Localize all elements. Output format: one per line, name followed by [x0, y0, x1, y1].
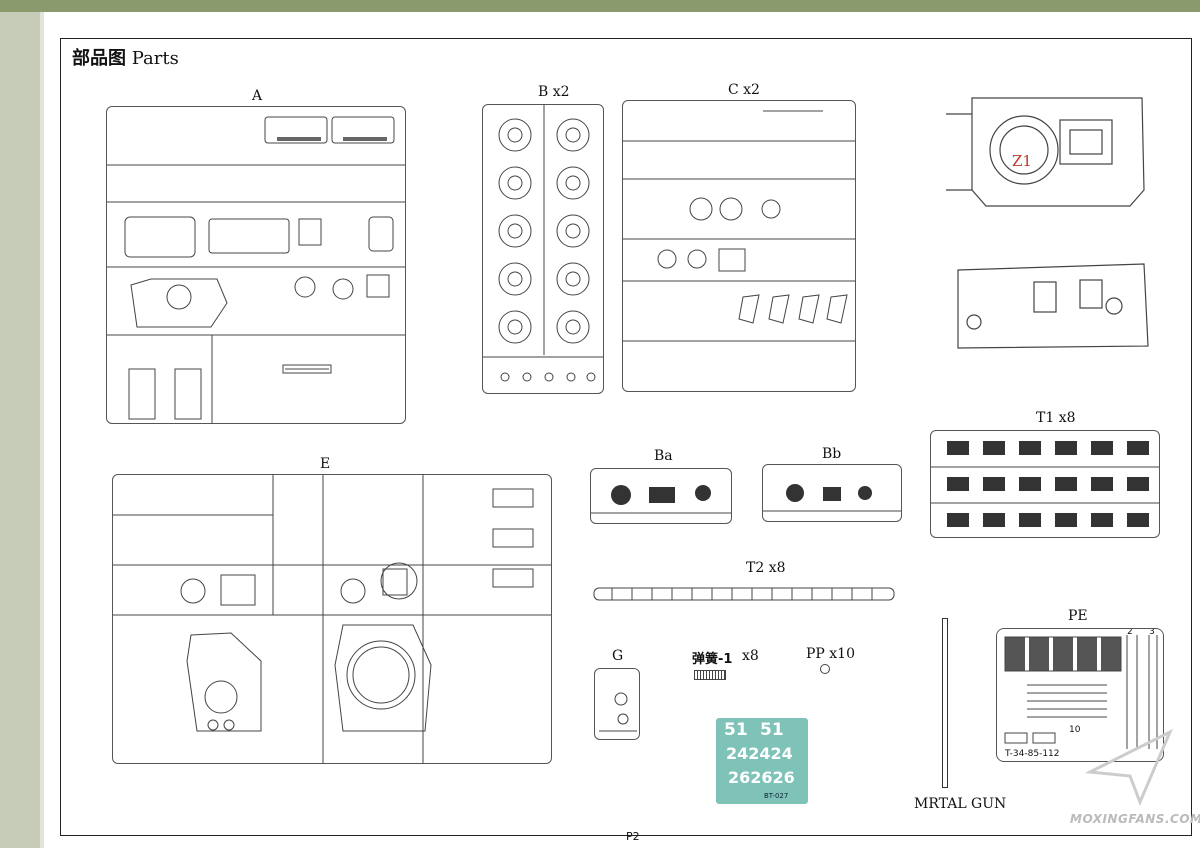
sprue-c-label: C x2 — [728, 82, 760, 98]
hull-top-drawing — [946, 97, 1145, 207]
sprue-bb-label: Bb — [822, 446, 842, 462]
sprue-e — [112, 474, 552, 764]
decal-row-1-a: 51 — [724, 720, 748, 740]
pe-code: T-34-85-112 — [1005, 749, 1060, 759]
pe-drawing — [1004, 635, 1158, 749]
spring-label: 弹簧-1 — [692, 652, 733, 667]
page-title-cn: 部品图 — [72, 48, 126, 69]
sprue-ba-drawing — [591, 485, 731, 514]
t1-label: T1 x8 — [1036, 410, 1076, 426]
track-sprue-t1 — [930, 430, 1160, 538]
sprue-b-drawing — [483, 105, 603, 382]
spring-qty: x8 — [742, 648, 759, 664]
top-border-bar — [0, 0, 1200, 12]
left-sidebar-edge — [40, 12, 44, 848]
page-frame — [60, 38, 1192, 836]
sprue-c — [622, 100, 856, 392]
hull-bottom-drawing — [957, 263, 1149, 349]
sprue-a-label: A — [252, 88, 263, 104]
pe-num-2: 2 — [1127, 628, 1133, 637]
track-strip-t2 — [592, 582, 896, 606]
decal-sheet: 51 51 242424 262626 BT-027 — [716, 718, 808, 804]
spring-part — [694, 670, 726, 680]
sprue-a-drawing — [107, 116, 405, 423]
t2-label: T2 x8 — [746, 560, 786, 576]
sprue-g — [594, 668, 640, 740]
sprue-e-drawing — [113, 475, 551, 763]
watermark-logo-icon — [1084, 728, 1173, 806]
decal-code: BT-027 — [764, 792, 789, 800]
decal-row-3: 262626 — [728, 768, 795, 787]
t1-drawing — [931, 441, 1159, 527]
sprue-g-label: G — [612, 648, 624, 664]
page-title: 部品图 Parts — [72, 44, 179, 70]
sprue-a — [106, 106, 406, 424]
decal-row-1-b: 51 — [760, 720, 784, 740]
metal-gun-barrel — [942, 618, 948, 788]
hull-top-part: Z1 — [942, 94, 1158, 210]
watermark-text: MOXINGFANS.COM — [1070, 812, 1200, 826]
hull-bottom-part — [944, 256, 1158, 358]
pe-num-3: 3 — [1149, 628, 1155, 637]
sprue-bb — [762, 464, 902, 522]
sprue-bb-drawing — [763, 484, 901, 512]
pe-sheet: 2 3 10 T-34-85-112 — [996, 628, 1164, 762]
pe-label: PE — [1068, 608, 1088, 624]
sprue-b-label: B x2 — [538, 84, 570, 100]
sprue-e-label: E — [320, 456, 331, 472]
pp-part — [820, 664, 830, 674]
decal-row-2: 242424 — [726, 744, 793, 763]
watermark-logo — [1080, 712, 1180, 816]
left-sidebar-strip — [0, 12, 40, 848]
pe-num-10: 10 — [1069, 725, 1081, 735]
page-number: P2 — [626, 830, 640, 843]
sprue-ba — [590, 468, 732, 524]
pp-label: PP x10 — [806, 646, 855, 662]
sprue-ba-label: Ba — [654, 448, 673, 464]
sprue-g-drawing — [599, 692, 637, 732]
t2-drawing — [593, 587, 895, 601]
sprue-b — [482, 104, 604, 394]
sprue-c-drawing — [623, 110, 855, 342]
metal-gun-label: MRTAL GUN — [914, 796, 1007, 812]
z1-marking: Z1 — [1012, 152, 1032, 170]
page-title-en: Parts — [131, 48, 179, 69]
